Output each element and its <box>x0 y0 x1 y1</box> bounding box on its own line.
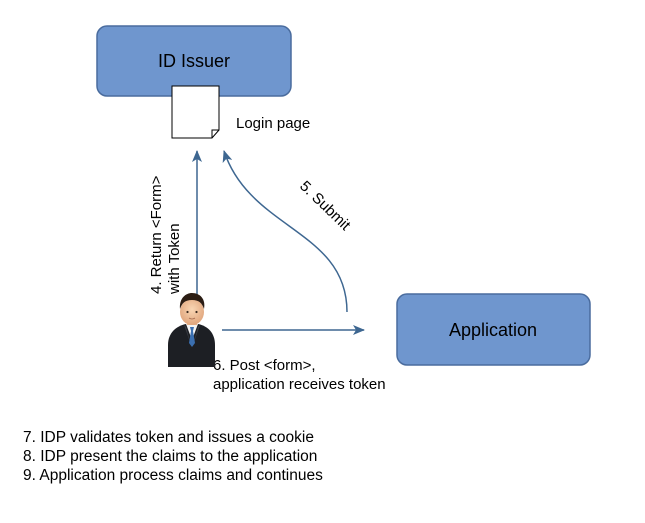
return-form-label: 4. Return <Form> with Token <box>148 175 183 295</box>
application-node: Application <box>396 293 591 366</box>
note-item: 8. IDP present the claims to the applica… <box>23 448 318 465</box>
document-icon <box>171 85 220 139</box>
application-label: Application <box>449 320 537 340</box>
id-issuer-node: ID Issuer <box>96 25 292 97</box>
businessman-icon <box>168 293 215 367</box>
return-form-label-line1: 4. Return <Form> <box>148 175 165 294</box>
login-page-label: Login page <box>236 115 310 132</box>
post-form-label-line1: 6. Post <form>, <box>213 357 316 374</box>
id-issuer-label: ID Issuer <box>158 51 230 71</box>
application-box <box>396 293 591 366</box>
notes-list: 7. IDP validates token and issues a cook… <box>23 428 323 485</box>
submit-arrow <box>222 150 348 313</box>
note-item: 7. IDP validates token and issues a cook… <box>23 429 314 446</box>
return-form-label-line2: with Token <box>166 223 183 295</box>
post-form-label-line2: application receives token <box>213 376 386 393</box>
submit-label: 5. Submit <box>296 178 354 235</box>
note-item: 9. Application process claims and contin… <box>23 467 323 484</box>
